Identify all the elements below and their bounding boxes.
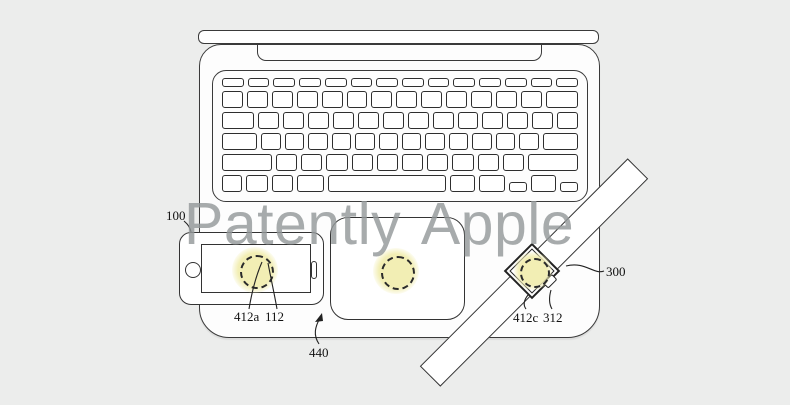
keyboard-key xyxy=(495,91,517,108)
laptop-hinge-notch xyxy=(257,45,542,61)
keyboard-key xyxy=(452,154,474,171)
keyboard-key xyxy=(296,91,318,108)
keyboard-key xyxy=(324,78,347,87)
keyboard-key xyxy=(532,112,554,129)
keyboard-key xyxy=(508,182,527,192)
keyboard-key xyxy=(222,78,244,87)
keyboard-key xyxy=(346,91,368,108)
keyboard-key xyxy=(351,154,373,171)
keyboard-key xyxy=(376,78,399,87)
keyboard-key xyxy=(479,78,501,87)
keyboard-key xyxy=(530,175,556,192)
keyboard-key xyxy=(427,154,449,171)
label-412a: 412a xyxy=(234,309,260,324)
keyboard-key xyxy=(507,112,529,129)
keyboard-key xyxy=(457,112,479,129)
keyboard xyxy=(212,70,588,202)
keyboard-key xyxy=(407,112,429,129)
phone-speaker-icon xyxy=(311,260,317,279)
keyboard-key xyxy=(425,133,445,150)
keyboard-key xyxy=(271,175,294,192)
keyboard-key xyxy=(222,154,272,171)
keyboard-key xyxy=(321,91,343,108)
keyboard-key xyxy=(222,91,243,108)
keyboard-key xyxy=(448,133,469,150)
keyboard-key xyxy=(450,175,476,192)
keyboard-key xyxy=(308,112,329,129)
keyboard-key xyxy=(502,154,525,171)
keyboard-key xyxy=(371,91,393,108)
label-112: 112 xyxy=(265,309,285,324)
keyboard-key xyxy=(222,175,242,192)
label-412c: 412c xyxy=(513,310,539,325)
keyboard-key xyxy=(504,78,527,87)
keyboard-key xyxy=(376,154,399,171)
keyboard-key xyxy=(382,112,404,129)
keyboard-key xyxy=(357,112,379,129)
keyboard-key xyxy=(482,112,504,129)
keyboard-key xyxy=(477,154,499,171)
keyboard-key xyxy=(495,133,516,150)
keyboard-key xyxy=(421,91,443,108)
keyboard-key xyxy=(446,91,468,108)
keyboard-key xyxy=(556,78,579,87)
keyboard-key xyxy=(326,154,348,171)
keyboard-key xyxy=(308,133,328,150)
keyboard-key xyxy=(528,154,579,171)
keyboard-key xyxy=(247,78,270,87)
keyboard-key xyxy=(542,133,578,150)
keyboard-key xyxy=(453,78,476,87)
keyboard-key xyxy=(432,112,454,129)
keyboard-key xyxy=(350,78,373,87)
keyboard-key xyxy=(471,91,492,108)
keyboard-key xyxy=(427,78,450,87)
keyboard-key xyxy=(271,91,293,108)
keyboard-key xyxy=(557,112,579,129)
keyboard-key xyxy=(301,154,323,171)
laptop-lid-edge xyxy=(198,30,599,44)
keyboard-key xyxy=(520,91,542,108)
label-440: 440 xyxy=(309,345,329,360)
keyboard-key xyxy=(284,133,305,150)
keyboard-key xyxy=(378,133,398,150)
keyboard-key xyxy=(479,175,505,192)
keyboard-key xyxy=(402,154,424,171)
keyboard-key xyxy=(245,175,268,192)
keyboard-key xyxy=(472,133,492,150)
keyboard-key xyxy=(276,154,298,171)
label-312: 312 xyxy=(543,310,563,325)
label-100: 100 xyxy=(166,208,186,223)
keyboard-key xyxy=(331,133,352,150)
keyboard-key xyxy=(261,133,281,150)
keyboard-key xyxy=(222,112,255,129)
phone-home-button-icon xyxy=(185,261,201,278)
keyboard-key xyxy=(545,91,579,108)
keyboard-key xyxy=(297,175,325,192)
keyboard-key xyxy=(246,91,268,108)
keyboard-key xyxy=(283,112,305,129)
keyboard-key xyxy=(402,133,422,150)
keyboard-key xyxy=(559,182,579,192)
keyboard-key xyxy=(273,78,296,87)
keyboard-key xyxy=(299,78,321,87)
label-300: 300 xyxy=(606,264,626,279)
keyboard-key xyxy=(355,133,375,150)
keyboard-key xyxy=(258,112,280,129)
keyboard-key xyxy=(396,91,418,108)
keyboard-key xyxy=(222,133,258,150)
keyboard-key xyxy=(332,112,354,129)
keyboard-key xyxy=(402,78,424,87)
keyboard-key xyxy=(519,133,539,150)
keyboard-key xyxy=(328,175,447,192)
keyboard-key xyxy=(530,78,553,87)
